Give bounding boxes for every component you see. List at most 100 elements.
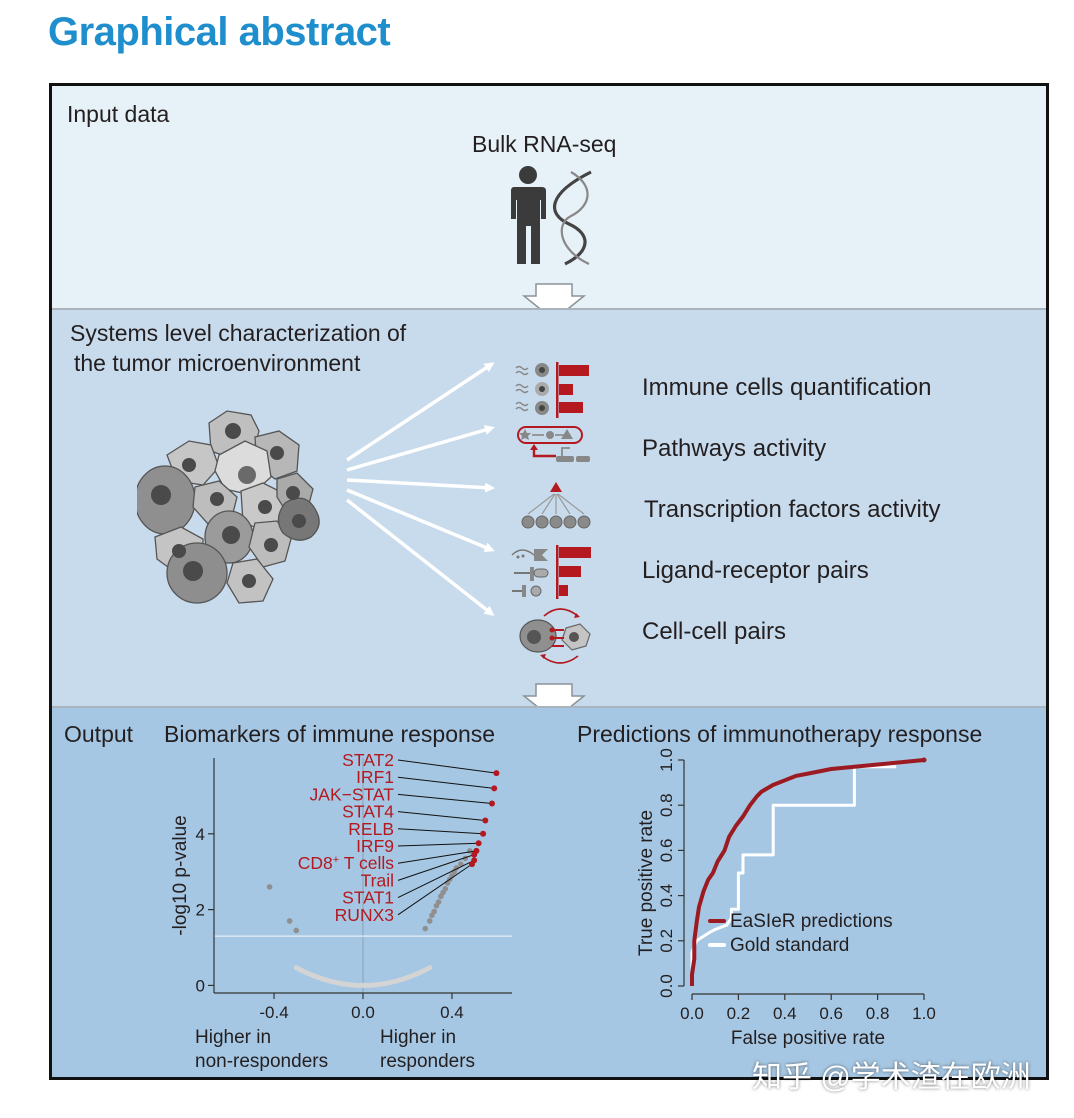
ligand-receptor-pairs-icon	[511, 545, 591, 599]
highlighted-point	[488, 800, 495, 807]
highlighted-point	[491, 785, 498, 792]
highlighted-point	[468, 861, 475, 868]
feature-pathways: Pathways activity	[642, 435, 827, 462]
highlighted-point	[493, 770, 500, 777]
highlighted-point	[475, 840, 482, 847]
significant-point	[458, 861, 464, 867]
x-tick-label: 0.2	[727, 1004, 751, 1023]
x-tick-label: 0.8	[866, 1004, 890, 1023]
x-tick-label: 0.4	[773, 1004, 797, 1023]
input-data-label: Input data	[67, 101, 170, 127]
y-tick-label: 1.0	[657, 748, 676, 772]
cell-cell-pairs-icon	[519, 608, 591, 664]
y-tick-label: 0	[196, 976, 205, 995]
x-note-responders: Higher in	[380, 1027, 456, 1048]
biomarker-leader-line	[397, 842, 479, 847]
x-tick-label: 0.4	[440, 1003, 464, 1022]
y-tick-label: 0.2	[657, 929, 676, 953]
significant-point	[293, 927, 300, 934]
biomarker-label: STAT4	[342, 802, 394, 822]
person-dna-icon	[511, 166, 592, 266]
y-tick-label: 0.8	[657, 793, 676, 817]
biomarker-label: JAK−STAT	[310, 784, 395, 804]
watermark: 知乎 @学术渣在欧洲	[752, 1061, 1031, 1094]
transcription-factors-activity-icon	[521, 482, 591, 529]
legend-label: Gold standard	[730, 935, 849, 956]
biomarker-leader-line	[397, 811, 486, 822]
y-tick-label: 0.0	[657, 974, 676, 998]
feature-transcription-factors: Transcription factors activity	[644, 496, 941, 523]
biomarker-label: IRF1	[356, 767, 394, 787]
systems-characterization-panel: Systems level characterization of the tu…	[52, 308, 1046, 721]
significant-point	[266, 884, 273, 890]
page-title: Graphical abstract	[48, 10, 391, 54]
y-tick-label: 0.6	[657, 839, 676, 863]
significant-point	[431, 908, 437, 915]
x-tick-label: 1.0	[912, 1004, 936, 1023]
y-axis-title: True positive rate	[636, 810, 657, 956]
biomarker-leader-line	[397, 859, 475, 899]
feature-immune-cells: Immune cells quantification	[642, 374, 932, 401]
biomarker-leader-line	[397, 828, 484, 835]
significant-point	[422, 925, 429, 932]
highlighted-point	[471, 851, 478, 858]
biomarker-leader-line	[397, 793, 493, 804]
predictions-title: Predictions of immunotherapy response	[577, 721, 983, 747]
feature-ligand-receptor: Ligand-receptor pairs	[642, 557, 869, 584]
biomarker-leader-line	[397, 850, 477, 864]
significant-point	[286, 918, 293, 924]
immune-cells-quantification-icon	[515, 362, 589, 418]
x-axis-title: False positive rate	[731, 1028, 885, 1049]
biomarker-label: STAT2	[342, 750, 394, 770]
tumor-microenvironment-icon	[137, 410, 320, 604]
x-note-responders: responders	[380, 1051, 475, 1072]
x-tick-label: 0.6	[819, 1004, 843, 1023]
graphical-abstract-frame: Input data Bulk RNA-seq Systems level ch…	[49, 83, 1049, 1080]
biomarker-leader-line	[397, 854, 475, 881]
biomarker-leader-line	[397, 759, 497, 774]
input-data-panel: Input data Bulk RNA-seq	[52, 86, 1046, 321]
significant-point	[466, 848, 473, 854]
biomarker-label: Trail	[361, 870, 394, 890]
biomarker-leader-line	[397, 776, 495, 789]
y-axis-title: -log10 p-value	[170, 815, 191, 935]
feature-arrows	[345, 362, 495, 616]
output-panel: Output Biomarkers of immune response Pre…	[52, 706, 1046, 1077]
bulk-rna-seq-label: Bulk RNA-seq	[472, 131, 617, 157]
roc-end-point	[921, 757, 927, 763]
pathways-activity-icon	[517, 426, 590, 462]
biomarker-label: STAT1	[342, 888, 394, 908]
x-note-non-responders: Higher in	[195, 1027, 271, 1048]
x-tick-label: 0.0	[351, 1003, 375, 1022]
dna-strand-icon	[552, 170, 592, 266]
biomarker-label: IRF9	[356, 836, 394, 856]
y-tick-label: 0.4	[657, 884, 676, 908]
biomarker-label: CD8+ T cells	[298, 853, 394, 873]
roc-series-line	[690, 765, 897, 986]
biomarker-label: RELB	[348, 819, 394, 839]
output-label: Output	[64, 721, 134, 747]
legend-label: EaSIeR predictions	[730, 911, 893, 932]
biomarker-leader-line	[397, 863, 473, 916]
person-body-icon	[511, 187, 546, 264]
background-point	[427, 965, 433, 971]
significant-point	[442, 885, 449, 892]
x-tick-label: -0.4	[259, 1003, 288, 1022]
x-note-non-responders: non-responders	[195, 1051, 328, 1072]
y-tick-label: 4	[196, 825, 205, 844]
biomarkers-title: Biomarkers of immune response	[164, 721, 496, 747]
significant-point	[435, 899, 442, 905]
systems-label-line1: Systems level characterization of	[70, 320, 407, 346]
highlighted-point	[480, 830, 487, 837]
person-head-icon	[519, 166, 537, 184]
biomarker-label: RUNX3	[335, 905, 394, 925]
y-tick-label: 2	[196, 901, 205, 920]
systems-label-line2: the tumor microenvironment	[74, 350, 361, 376]
significant-point	[426, 918, 433, 924]
x-tick-label: 0.0	[680, 1004, 704, 1023]
highlighted-point	[482, 817, 489, 824]
feature-cell-cell: Cell-cell pairs	[642, 618, 787, 645]
roc-series-line	[690, 758, 925, 986]
roc-curve-plot: 0.0 0.2 0.4 0.6 0.8 1.0 0.0 0.2 0.4 0.6 0.8 1.0Fals…	[636, 748, 936, 1049]
